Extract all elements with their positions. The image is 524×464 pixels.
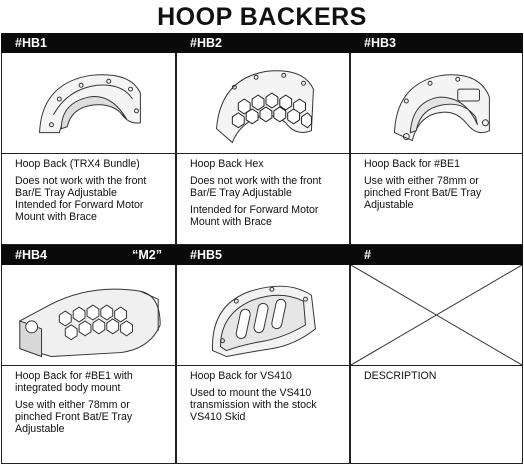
product-code: #HB4 [15, 248, 47, 262]
product-name: Hoop Back for #BE1 with integrated body … [15, 370, 133, 394]
product-code-header: #HB5 [176, 245, 350, 265]
hoop-back-hex-drawing [216, 70, 314, 144]
product-name: Hoop Back for VS410 [190, 370, 292, 382]
product-description: Hoop Back Hex Does not work with the fro… [176, 153, 350, 245]
product-code: #HB3 [364, 36, 396, 50]
product-name: Hoop Back for #BE1 [364, 158, 460, 170]
hoop-back-be1-drawing [393, 74, 490, 142]
placeholder-cross [351, 265, 522, 365]
product-code-header: #HB2 [176, 33, 350, 53]
product-code-header: #HB3 [350, 33, 523, 53]
product-note: Does not work with the front Bar/E Tray … [190, 175, 322, 199]
product-code-header: # [350, 245, 523, 265]
product-image-hb4 [1, 265, 176, 365]
product-description: DESCRIPTION [350, 365, 523, 464]
product-note: Intended for Forward Motor Mount with Br… [15, 199, 144, 223]
hoop-back-vs410-drawing [212, 285, 316, 358]
product-grid: #HB1 Hoop Back (TRX4 Bundle) Does not wo… [0, 33, 524, 464]
product-image-hb5 [176, 265, 350, 365]
product-image-hb2 [176, 53, 350, 153]
product-card-hb2: #HB2 [176, 33, 350, 245]
product-name: Hoop Back Hex [190, 158, 264, 170]
product-card-hb4: #HB4 “M2” [1, 245, 176, 464]
product-note: Does not work with the front Bar/E Tray … [15, 175, 147, 199]
product-note: Use with either 78mm or pinched Front Ba… [15, 399, 133, 435]
product-note: Use with either 78mm or pinched Front Ba… [364, 175, 482, 211]
hoop-back-m2-drawing [19, 288, 161, 358]
product-image-hb1 [1, 53, 176, 153]
product-description: Hoop Back (TRX4 Bundle) Does not work wi… [1, 153, 176, 245]
product-card-hb5: #HB5 Hoop Back for VS410 Used to mount t… [176, 245, 350, 464]
product-code: # [364, 248, 371, 262]
product-description: Hoop Back for #BE1 with integrated body … [1, 365, 176, 464]
product-code: #HB1 [15, 36, 47, 50]
product-description: Hoop Back for #BE1 Use with either 78mm … [350, 153, 523, 245]
product-card-hb1: #HB1 Hoop Back (TRX4 Bundle) Does not wo… [1, 33, 176, 245]
product-name: Hoop Back (TRX4 Bundle) [15, 158, 140, 170]
product-code: #HB5 [190, 248, 222, 262]
hoop-back-trx4-drawing [39, 74, 141, 134]
page-title: HOOP BACKERS [157, 3, 367, 31]
product-tag: “M2” [132, 248, 162, 262]
product-code: #HB2 [190, 36, 222, 50]
product-code-header: #HB1 [1, 33, 176, 53]
product-note: Intended for Forward Motor Mount with Br… [190, 204, 319, 228]
product-code-header: #HB4 “M2” [1, 245, 176, 265]
product-description: Hoop Back for VS410 Used to mount the VS… [176, 365, 350, 464]
product-name: DESCRIPTION [364, 370, 437, 382]
placeholder-image [350, 265, 523, 365]
product-card-empty: # DESCRIPTION [350, 245, 523, 464]
product-note: Used to mount the VS410 transmission wit… [190, 387, 317, 423]
product-card-hb3: #HB3 Hoop Back for #BE1 Use with either … [350, 33, 523, 245]
product-image-hb3 [350, 53, 523, 153]
